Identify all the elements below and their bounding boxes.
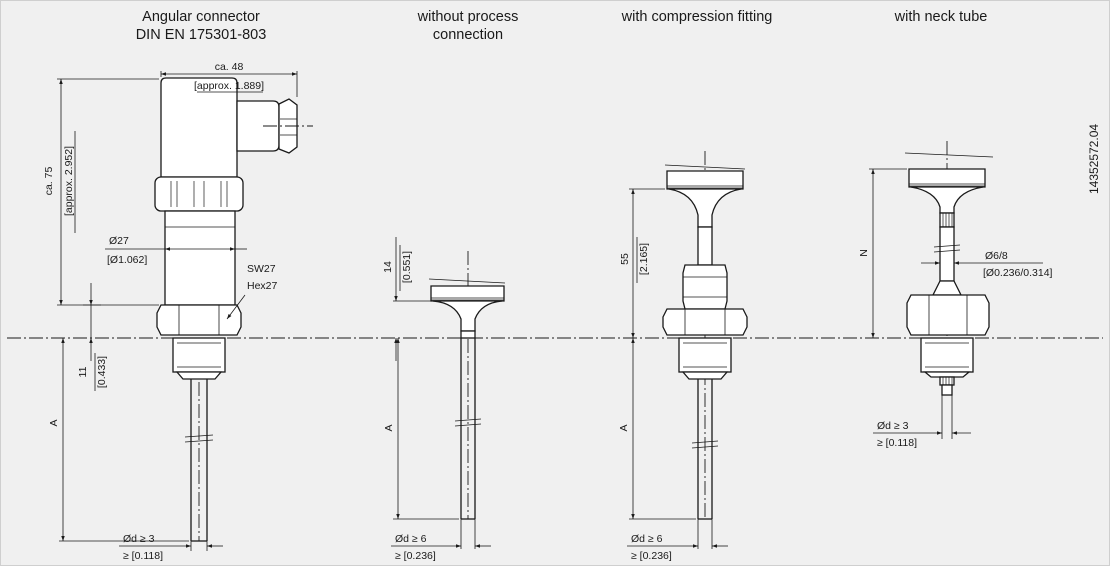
dim-probe-mm: Ød ≥ 3 — [123, 533, 155, 545]
dim-length-a: A — [618, 424, 630, 431]
dim-diameter-mm: Ø27 — [109, 235, 129, 247]
header-angular-connector: Angular connector — [142, 9, 260, 25]
hex-body — [662, 308, 748, 336]
sensor-body — [164, 210, 236, 306]
knurled-ring — [154, 176, 244, 212]
dim-neck-diameter-in: [Ø0.236/0.314] — [983, 267, 1053, 279]
dim-height-mm: 55 — [619, 253, 631, 265]
dim-probe-in: ≥ [0.236] — [631, 550, 672, 562]
dim-probe-in: ≥ [0.236] — [395, 550, 436, 562]
dim-height-in: [2.165] — [638, 243, 650, 275]
dim-height-mm: ca. 75 — [43, 167, 55, 196]
dim-probe-in: ≥ [0.118] — [123, 550, 163, 562]
compression-nut — [682, 264, 728, 310]
dim-neck-length: N — [858, 249, 870, 257]
head-cap — [908, 168, 986, 188]
dim-hex-sw: SW27 — [247, 263, 276, 275]
without-process-connection-view: 14 [0.551] A Ød ≥ 6 ≥ [0.236] — [382, 237, 506, 562]
header-without-process-connection-2: connection — [433, 27, 503, 43]
hex-nut — [156, 304, 242, 336]
dim-probe-mm: Ød ≥ 3 — [877, 420, 909, 432]
process-thread — [678, 337, 732, 373]
dim-neck-diameter-mm: Ø6/8 — [985, 250, 1008, 262]
dim-head-in: [0.551] — [401, 251, 413, 283]
flare — [668, 188, 742, 228]
head-cap — [430, 285, 505, 302]
dim-head-mm: 14 — [382, 261, 394, 273]
dim-thread-mm: 11 — [77, 366, 89, 377]
flare — [910, 186, 984, 214]
drawing-number: 14352572.04 — [1087, 124, 1101, 194]
dim-length-a: A — [48, 419, 60, 426]
dim-probe-mm: Ød ≥ 6 — [631, 533, 663, 545]
angular-connector-view: ca. 48 [approx. 1.889] ca. 75 [approx. 2… — [43, 61, 313, 562]
dim-hex-en: Hex27 — [247, 280, 278, 292]
header-angular-connector-standard: DIN EN 175301-803 — [136, 27, 267, 43]
dim-height-in: [approx. 2.952] — [63, 146, 75, 216]
dim-length-a: A — [383, 424, 395, 431]
hex-body — [906, 294, 990, 336]
header-compression-fitting: with compression fitting — [621, 9, 773, 25]
dim-width-in: [approx. 1.889] — [194, 80, 264, 92]
dim-probe-in: ≥ [0.118] — [877, 437, 917, 449]
head-cap — [666, 170, 744, 190]
dim-probe-mm: Ød ≥ 6 — [395, 533, 427, 545]
dim-diameter-in: [Ø1.062] — [107, 254, 147, 266]
flare — [432, 300, 503, 332]
dim-thread-in: [0.433] — [96, 356, 108, 388]
header-without-process-connection: without process — [417, 9, 519, 25]
neck-tube-view: N Ø6/8 [Ø0.236/0.314] Ød ≥ 3 ≥ [0.118] — [858, 141, 1053, 449]
process-thread — [920, 337, 974, 373]
header-neck-tube: with neck tube — [894, 9, 988, 25]
compression-fitting-view: 55 [2.165] A Ød ≥ 6 ≥ [0.236] — [618, 151, 748, 562]
connector-housing — [160, 77, 238, 178]
dim-width-mm: ca. 48 — [215, 61, 244, 73]
neck-tube — [939, 226, 955, 282]
